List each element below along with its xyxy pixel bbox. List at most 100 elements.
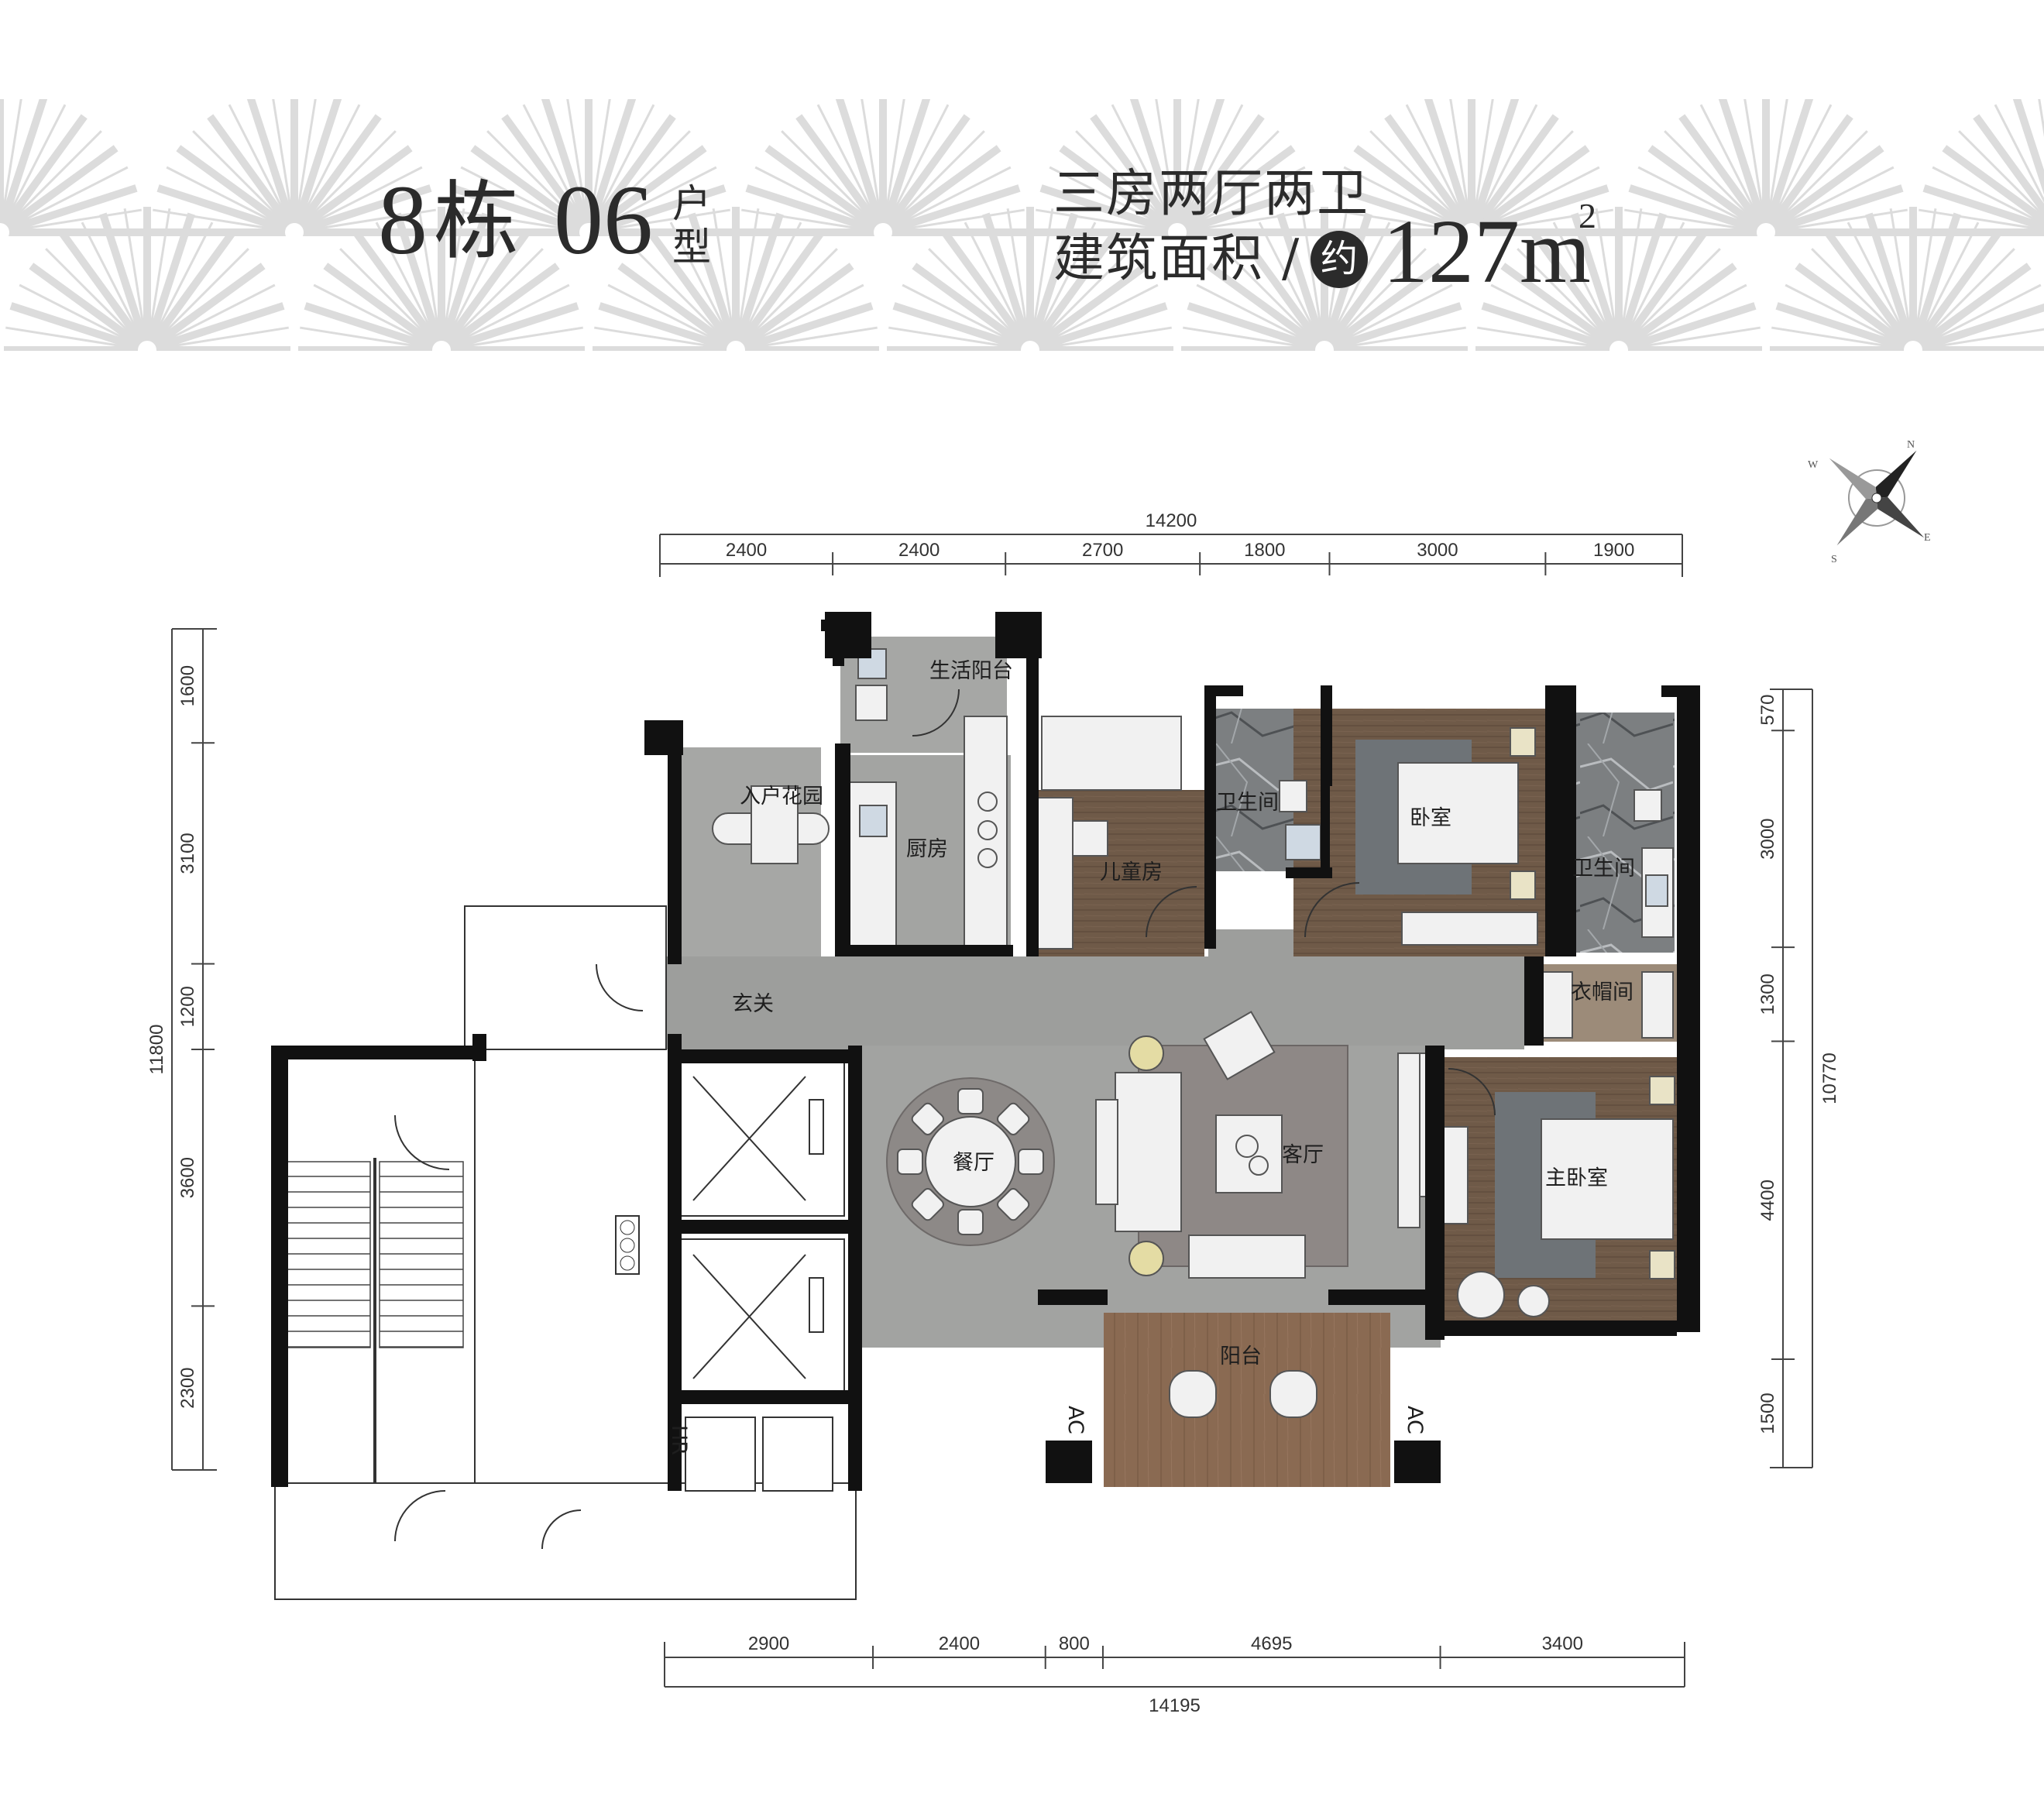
fan-motif (445, 99, 732, 242)
dim-segment-label: 4695 (1251, 1633, 1292, 1654)
lounge-chair (1457, 1271, 1505, 1319)
dim-segment-label: 2400 (939, 1633, 980, 1654)
unit-number: 06 (554, 165, 653, 275)
room-kitchen: 厨房 (906, 837, 948, 861)
dim-total-label: 14195 (1149, 1695, 1201, 1716)
fan-motif (593, 207, 879, 351)
stove-burner (977, 820, 998, 840)
garden-table (751, 785, 799, 864)
dining-chair (911, 1188, 944, 1221)
coffee-table-decor (1235, 1135, 1259, 1158)
compass-n: N (1907, 439, 1915, 451)
fan-motif (1475, 207, 1762, 351)
stove-burner (977, 848, 998, 868)
fan-motif (1328, 99, 1615, 242)
unit-label-top: 户 (672, 181, 711, 226)
balcony-chair (1169, 1370, 1217, 1418)
nightstand (1510, 871, 1536, 900)
room-bathroom-2: 卫生间 (1572, 857, 1635, 881)
building-number: 8 (378, 165, 428, 275)
dining-chair (997, 1188, 1030, 1221)
fan-motif (1034, 99, 1321, 242)
sofa (1115, 1072, 1182, 1232)
compass-rose (1829, 450, 1925, 546)
dim-segment-label: 2400 (726, 540, 767, 561)
compass-e: E (1924, 532, 1931, 544)
fan-motif (4, 207, 290, 351)
dim-segment-label: 3000 (1757, 818, 1778, 859)
lounge-sofa (1188, 1235, 1306, 1279)
building-suffix: 栋 (434, 172, 519, 271)
tv-cabinet (1397, 1053, 1420, 1228)
dining-chair (897, 1149, 923, 1175)
armchair (1203, 1011, 1276, 1080)
ac-label-left: AC (1063, 1406, 1087, 1434)
dim-segment-label: 1200 (177, 986, 198, 1027)
cloak-shelf (1641, 971, 1674, 1039)
area-unit-superscript: 2 (1579, 196, 1596, 235)
room-bathroom-1: 卫生间 (1216, 791, 1279, 815)
dim-segment-label: 1800 (1244, 540, 1285, 561)
cloak-shelf (1541, 971, 1573, 1039)
side-table (1517, 1285, 1550, 1317)
dim-segment-label: 1300 (1757, 974, 1778, 1015)
dim-segment-label: 570 (1757, 695, 1778, 726)
room-balcony: 阳台 (1220, 1344, 1262, 1368)
approx-badge: 约 (1311, 231, 1368, 288)
nightstand (1649, 1076, 1675, 1105)
fan-motif (298, 207, 585, 351)
toilet (1633, 789, 1662, 822)
bedroom-wardrobe (1401, 912, 1538, 946)
dining-chair (957, 1088, 984, 1114)
balcony-chair (1269, 1370, 1317, 1418)
compass-s: S (1831, 554, 1837, 565)
ac-label-right: AC (1403, 1406, 1427, 1434)
bedroom-bed (1397, 762, 1519, 864)
dining-chair (911, 1102, 944, 1135)
dining-chair (957, 1209, 984, 1235)
fan-motif (1770, 207, 2044, 351)
hr-label: HR (667, 1425, 691, 1455)
dim-segment-label: 2700 (1082, 540, 1123, 561)
dim-segment-label: 2300 (177, 1367, 198, 1408)
stair-core (274, 905, 857, 1600)
toilet (1279, 780, 1307, 812)
master-tv-cabinet (1440, 1126, 1469, 1224)
dim-total-label: 14200 (1146, 510, 1197, 531)
dining-chair (997, 1102, 1030, 1135)
fan-motif (1917, 99, 2044, 236)
fan-motif (0, 99, 143, 242)
dining-chair (1018, 1149, 1044, 1175)
fan-motif (151, 99, 438, 242)
room-cloakroom: 衣帽间 (1571, 980, 1633, 1004)
dim-segment-label: 3000 (1417, 540, 1458, 561)
dim-segment-label: 1600 (177, 665, 198, 706)
washbasin (1285, 824, 1321, 860)
room-entrance-garden: 入户花园 (740, 785, 823, 809)
kids-chair (1072, 820, 1108, 857)
dim-segment-label: 3600 (177, 1157, 198, 1198)
dim-segment-label: 2900 (748, 1633, 789, 1654)
washing-machine (855, 685, 888, 721)
coffee-table-decor (1249, 1156, 1269, 1176)
kids-bed (1041, 716, 1182, 791)
unit-label-bottom: 型 (672, 225, 711, 270)
dining-table (925, 1116, 1016, 1207)
dim-total-label: 11800 (146, 1025, 167, 1075)
dim-segment-label: 800 (1059, 1633, 1090, 1654)
sofa-back (1095, 1099, 1118, 1205)
dining-chairs (897, 1088, 1044, 1235)
dim-segment-label: 2400 (898, 540, 940, 561)
dim-segment-label: 1500 (1757, 1393, 1778, 1434)
header-banner: 8 栋 06 户 型 三房两厅两卫 建筑面积 / 约 127m 2 (0, 0, 2044, 364)
coffee-table (1215, 1114, 1283, 1193)
door-swings (394, 689, 1496, 1550)
room-kids: 儿童房 (1100, 860, 1163, 884)
area-value: 127m (1383, 201, 1591, 302)
dim-segment-label: 1900 (1593, 540, 1634, 561)
floor-lamp (1128, 1035, 1164, 1071)
area-label: 建筑面积 / (1053, 228, 1301, 288)
master-bed (1541, 1118, 1674, 1240)
washbasin (1645, 874, 1668, 907)
